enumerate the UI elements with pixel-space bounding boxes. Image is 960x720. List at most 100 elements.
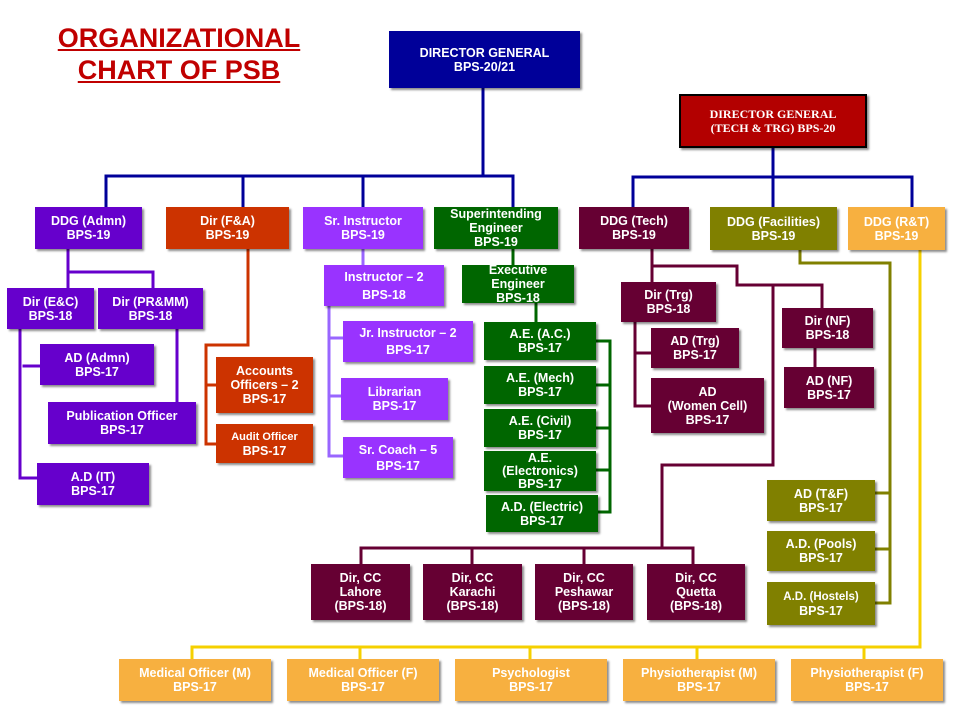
director-general-tech-box: DIRECTOR GENERAL (TECH & TRG) BPS-20 [679, 94, 867, 148]
node-title: A.E. (Mech) [505, 371, 575, 385]
admn-connectors [18, 247, 179, 480]
node-title: Dir, CC Karachi [449, 571, 496, 599]
node-title: Dir (NF) [804, 314, 851, 328]
node-title: Sr. Coach – 5 [358, 442, 438, 457]
node-grade: BPS-17 [673, 348, 717, 362]
node-title: AD (Admn) [64, 350, 130, 365]
dir-nf-box: Dir (NF) BPS-18 [782, 308, 873, 348]
dir-cc-peshawar-box: Dir, CC Peshawar (BPS-18) [535, 564, 633, 620]
accounts-officers-box: Accounts Officers – 2 BPS-17 [216, 357, 313, 413]
node-title: Dir (E&C) [22, 294, 79, 309]
instructor-box: Instructor – 2 BPS-18 [324, 265, 444, 306]
node-title: Physiotherapist (F) [810, 666, 924, 680]
dir-prmm-box: Dir (PR&MM) BPS-18 [98, 288, 203, 329]
ad-tf-box: AD (T&F) BPS-17 [767, 480, 875, 521]
tech-connectors [359, 247, 824, 566]
node-grade: BPS-18 [28, 308, 73, 323]
ae-ac-box: A.E. (A.C.) BPS-17 [484, 322, 596, 360]
node-grade: (BPS-18) [669, 599, 723, 613]
director-general-box: DIRECTOR GENERAL BPS-20/21 [389, 31, 580, 88]
executive-engineer-box: Executive Engineer BPS-18 [462, 263, 574, 305]
node-title: Audit Officer [231, 430, 298, 443]
dir-cc-quetta-box: Dir, CC Quetta (BPS-18) [647, 564, 745, 620]
node-grade: BPS-19 [474, 235, 518, 249]
node-grade: BPS-17 [520, 513, 564, 528]
node-title: Jr. Instructor – 2 [359, 326, 457, 340]
node-title: DIRECTOR GENERAL [419, 45, 550, 60]
node-grade: BPS-18 [646, 302, 691, 316]
ddg-facilities-box: DDG (Facilities) BPS-19 [710, 207, 837, 250]
node-grade: BPS-17 [242, 392, 287, 406]
node-grade: BPS-18 [362, 287, 406, 302]
node-title: Dir (PR&MM) [112, 294, 189, 309]
dir-trg-box: Dir (Trg) BPS-18 [621, 282, 716, 322]
node-grade: BPS-17 [372, 399, 417, 413]
instructor-connectors [327, 247, 365, 458]
node-title: Dir, CC Lahore [339, 571, 382, 599]
node-grade: BPS-17 [807, 387, 851, 402]
node-title: A.D. (Electric) [501, 499, 583, 514]
node-grade: BPS-17 [75, 364, 119, 379]
ddg-tech-box: DDG (Tech) BPS-19 [579, 207, 689, 249]
dir-fa-box: Dir (F&A) BPS-19 [166, 207, 289, 249]
node-grade: BPS-17 [518, 428, 562, 442]
node-title: Librarian [367, 385, 422, 399]
superintending-engineer-box: Superintending Engineer BPS-19 [434, 207, 558, 249]
node-title: Accounts Officers – 2 [230, 364, 299, 392]
node-title: DDG (Facilities) [726, 214, 821, 229]
facilities-connectors [798, 248, 892, 605]
node-title: AD (Women Cell) [667, 384, 748, 413]
node-grade: BPS-17 [799, 500, 843, 515]
node-title: A.E. (Civil) [508, 414, 572, 428]
node-title: DIRECTOR GENERAL (TECH & TRG) BPS-20 [709, 107, 837, 135]
sr-coach-box: Sr. Coach – 5 BPS-17 [343, 437, 453, 478]
ddg-admn-box: DDG (Admn) BPS-19 [35, 207, 142, 249]
node-title: Sr. Instructor [324, 214, 402, 228]
node-grade: BPS-18 [128, 308, 173, 323]
node-title: AD (T&F) [793, 486, 849, 501]
node-grade: (BPS-18) [334, 599, 387, 613]
node-grade: BPS-17 [799, 551, 843, 565]
dir-cc-karachi-box: Dir, CC Karachi (BPS-18) [423, 564, 522, 620]
node-title: A.D. (Hostels) [783, 590, 859, 603]
ad-women-cell-box: AD (Women Cell) BPS-17 [651, 378, 764, 433]
audit-officer-box: Audit Officer BPS-17 [216, 424, 313, 463]
publication-officer-box: Publication Officer BPS-17 [48, 402, 196, 444]
node-grade: BPS-17 [518, 476, 562, 491]
node-grade: BPS-19 [341, 228, 385, 242]
psychologist-box: Psychologist BPS-17 [455, 659, 607, 701]
node-grade: BPS-17 [845, 680, 889, 694]
node-title: DDG (Tech) [600, 214, 668, 228]
ae-civil-box: A.E. (Civil) BPS-17 [484, 409, 596, 447]
ad-trg-box: AD (Trg) BPS-17 [651, 328, 739, 368]
node-grade: BPS-19 [205, 228, 250, 242]
node-title: Publication Officer [66, 409, 178, 423]
ad-electric-box: A.D. (Electric) BPS-17 [486, 495, 598, 532]
node-grade: BPS-19 [874, 228, 919, 243]
node-grade: BPS-17 [242, 443, 287, 458]
node-grade: BPS-19 [612, 228, 656, 242]
chart-title-line2: CHART OF PSB [77, 55, 281, 85]
node-title: Superintending Engineer [450, 207, 542, 235]
node-title: Medical Officer (F) [308, 666, 418, 680]
medical-officer-f-box: Medical Officer (F) BPS-17 [287, 659, 439, 701]
node-title: AD (Trg) [670, 334, 720, 348]
physiotherapist-m-box: Physiotherapist (M) BPS-17 [623, 659, 775, 701]
node-grade: BPS-17 [376, 458, 420, 473]
ad-hostels-box: A.D. (Hostels) BPS-17 [767, 582, 875, 625]
node-grade: BPS-19 [751, 228, 796, 243]
fa-connectors [204, 247, 250, 446]
node-grade: BPS-17 [518, 385, 562, 399]
node-grade: BPS-17 [677, 680, 721, 694]
node-title: A.D. (Pools) [785, 537, 857, 551]
node-grade: BPS-17 [100, 423, 144, 437]
node-title: Executive Engineer [488, 263, 548, 291]
node-title: DDG (Admn) [51, 214, 126, 228]
node-grade: BPS-17 [509, 680, 553, 694]
node-title: Physiotherapist (M) [641, 666, 757, 680]
dir-ec-box: Dir (E&C) BPS-18 [7, 288, 94, 329]
node-title: A.E. (Electronics) [502, 450, 578, 478]
node-title: Medical Officer (M) [139, 666, 251, 680]
engineering-connectors [511, 247, 612, 514]
